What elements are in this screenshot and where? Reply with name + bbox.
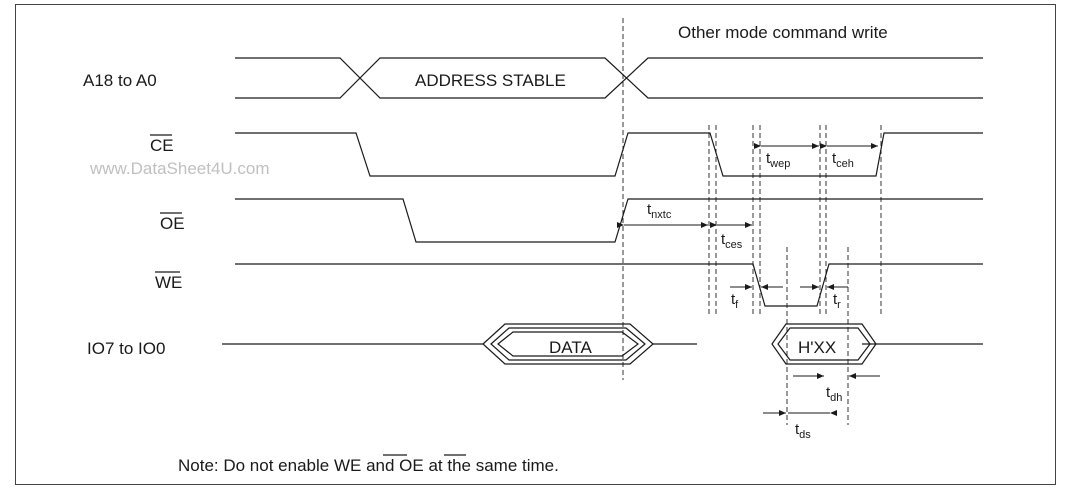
signal-label-we: WE [155, 273, 182, 292]
hxx-label: H'XX [798, 338, 836, 357]
address-waveform [235, 57, 983, 99]
timing-label-tces: tces [721, 231, 743, 251]
note-text: Note: Do not enable WE and OE at the sam… [178, 456, 559, 475]
data-label: DATA [549, 338, 592, 357]
we-waveform [235, 263, 983, 307]
data-bus-shape [482, 323, 654, 365]
timing-label-tnxtc: tnxtc [647, 201, 672, 221]
signal-label-oe: OE [160, 214, 185, 233]
note-oe: OE [399, 456, 424, 475]
watermark: www.DataSheet4U.com [89, 159, 270, 178]
note-we: WE [334, 456, 361, 475]
oe-waveform [235, 198, 983, 243]
ce-waveform [235, 132, 983, 177]
hxx-bus-shape [771, 323, 877, 365]
signal-label-ce: CE [150, 136, 174, 155]
signal-label-address: A18 to A0 [83, 71, 157, 90]
timing-label-twep: twep [766, 150, 790, 170]
timing-label-tds: tds [795, 421, 811, 441]
timing-label-tceh: tceh [832, 150, 854, 170]
address-stable-label: ADDRESS STABLE [415, 71, 566, 90]
timing-label-tdh: tdh [826, 384, 842, 404]
signal-label-io: IO7 to IO0 [87, 339, 165, 358]
diagram-title: Other mode command write [678, 23, 888, 42]
timing-label-tr: tr [833, 291, 841, 311]
diagram-frame [15, 4, 1056, 485]
timing-label-tf: tf [731, 291, 739, 311]
